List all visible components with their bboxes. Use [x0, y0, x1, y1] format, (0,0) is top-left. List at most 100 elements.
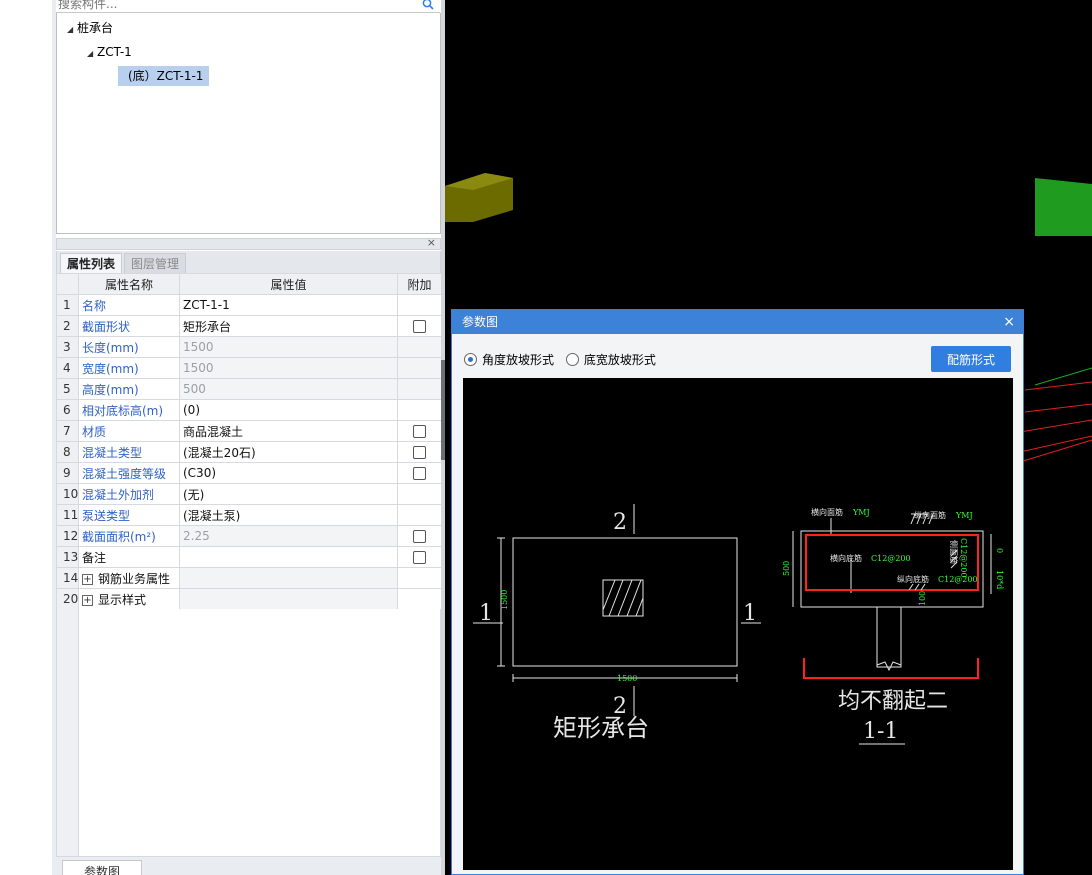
radio-angle-slope[interactable] [464, 353, 477, 366]
section-dim-zero: 0 [995, 548, 1004, 553]
close-icon[interactable]: × [1003, 314, 1015, 330]
attach-cell [397, 294, 442, 316]
yellow-block-top [445, 173, 513, 190]
row-number: 12 [56, 525, 79, 547]
tree-node-leaf-selected[interactable]: (底）ZCT-1-1 [118, 66, 210, 86]
table-header-row: 属性名称 属性值 附加 [56, 273, 442, 295]
search-input[interactable] [58, 0, 418, 12]
section-title: 1-1 [863, 719, 898, 744]
hatch-line [602, 579, 616, 611]
prop-name: 相对底标高(m) [78, 399, 180, 421]
attach-checkbox[interactable] [413, 530, 426, 543]
pile-outline [876, 606, 902, 668]
attach-cell [397, 357, 442, 379]
prop-value[interactable]: (混凝土泵) [179, 504, 398, 526]
attach-cell [397, 588, 442, 610]
property-table: 属性名称 属性值 附加 1 名称 ZCT-1-1 2 截面形状 矩形承台 3 长… [56, 273, 442, 610]
plan-view [473, 504, 761, 716]
section-dim-height: 500 [782, 561, 791, 576]
prop-name: 备注 [78, 546, 180, 568]
tab-property-list[interactable]: 属性列表 [60, 253, 123, 273]
prop-name: 宽度(mm) [78, 357, 180, 379]
prop-group[interactable]: + 显示样式 [78, 588, 180, 610]
prop-value[interactable]: (混凝土20石) [179, 441, 398, 463]
plan-title: 矩形承台 [553, 714, 649, 742]
row-number: 9 [56, 462, 79, 484]
left-strip [52, 0, 56, 875]
row-number: 2 [56, 315, 79, 337]
hatch-line [950, 555, 958, 563]
row-number: 6 [56, 399, 79, 421]
table-row[interactable]: 5 高度(mm) 500 [56, 378, 442, 400]
row-number: 11 [56, 504, 79, 526]
table-row[interactable]: 14 +钢筋业务属性 [56, 567, 442, 589]
prop-group[interactable]: + 钢筋业务属性 [78, 567, 180, 589]
rebar-config-button[interactable]: 配筋形式 [931, 346, 1011, 372]
close-icon[interactable]: × [426, 236, 436, 249]
attach-checkbox[interactable] [413, 467, 426, 480]
section-view [792, 513, 992, 672]
plan-dim-width: 1500 [617, 674, 637, 683]
prop-value[interactable]: 商品混凝土 [179, 420, 398, 442]
table-row[interactable]: 7 材质 商品混凝土 [56, 420, 442, 442]
hatch-line [617, 579, 633, 617]
hatch-line [908, 583, 914, 591]
attach-cell [397, 462, 442, 484]
expand-plus-icon[interactable]: + [82, 573, 93, 585]
tab-layer-management[interactable]: 图层管理 [124, 253, 187, 273]
prop-value[interactable]: (C30) [179, 462, 398, 484]
attach-checkbox[interactable] [413, 320, 426, 333]
radio-angle-label[interactable]: 角度放坡形式 [482, 352, 555, 367]
section-note: 均不翻起二 [838, 689, 948, 714]
table-row[interactable]: 3 长度(mm) 1500 [56, 336, 442, 358]
row-number: 5 [56, 378, 79, 400]
table-row[interactable]: 8 混凝土类型 (混凝土20石) [56, 441, 442, 463]
tree-node-root[interactable]: ◢桩承台 [67, 18, 113, 38]
radio-width-slope[interactable] [565, 353, 579, 366]
prop-group-label: 钢筋业务属性 [98, 571, 171, 586]
prop-value[interactable]: (0) [179, 399, 398, 421]
expand-plus-icon[interactable]: + [82, 594, 93, 606]
splitter-handle[interactable] [441, 360, 445, 460]
attach-cell [397, 546, 442, 568]
table-row[interactable]: 11 泵送类型 (混凝土泵) [56, 504, 442, 526]
plan-outline [512, 537, 738, 667]
rebar-spec-label-2: C12@200 [938, 575, 978, 584]
table-row[interactable]: 2 截面形状 矩形承台 [56, 315, 442, 337]
prop-value[interactable]: ZCT-1-1 [179, 294, 398, 316]
prop-value[interactable] [179, 546, 398, 568]
prop-value [179, 567, 398, 589]
table-row[interactable]: 4 宽度(mm) 1500 [56, 357, 442, 379]
rebar-top-longitudinal-label: 纵向面筋 [914, 510, 946, 520]
tab-parameter-diagram[interactable]: 参数图 [62, 860, 142, 875]
attach-checkbox[interactable] [413, 446, 426, 459]
parameter-drawing-canvas: 2 2 1 1 1500 1500 矩形承台 [463, 378, 1013, 870]
table-row[interactable]: 12 截面面积(m²) 2.25 [56, 525, 442, 547]
prop-group-label: 显示样式 [98, 592, 147, 607]
prop-name: 混凝土强度等级 [78, 462, 180, 484]
prop-value[interactable]: (无) [179, 483, 398, 505]
attach-cell [397, 399, 442, 421]
tree-node-child[interactable]: ◢ZCT-1 [87, 42, 132, 62]
table-row[interactable]: 10 混凝土外加剂 (无) [56, 483, 442, 505]
attach-checkbox[interactable] [413, 551, 426, 564]
table-row[interactable]: 6 相对底标高(m) (0) [56, 399, 442, 421]
hatch-line [635, 597, 644, 617]
table-row[interactable]: 1 名称 ZCT-1-1 [56, 294, 442, 316]
radio-width-label[interactable]: 底宽放坡形式 [583, 352, 656, 367]
prop-name: 高度(mm) [78, 378, 180, 400]
pile-break [876, 661, 902, 672]
table-row[interactable]: 13 备注 [56, 546, 442, 568]
collapse-arrow-icon[interactable]: ◢ [67, 25, 74, 34]
attach-checkbox[interactable] [413, 425, 426, 438]
table-row[interactable]: 9 混凝土强度等级 (C30) [56, 462, 442, 484]
hatch-line [922, 513, 928, 525]
search-icon[interactable] [422, 0, 434, 10]
section-label-left: 1 [479, 601, 493, 626]
prop-value[interactable]: 矩形承台 [179, 315, 398, 337]
table-row[interactable]: 20 +显示样式 [56, 588, 442, 610]
row-number: 10 [56, 483, 79, 505]
slope-mode-radio-group: 角度放坡形式 底宽放坡形式 [464, 350, 664, 368]
row-number: 7 [56, 420, 79, 442]
collapse-arrow-icon[interactable]: ◢ [87, 49, 94, 58]
